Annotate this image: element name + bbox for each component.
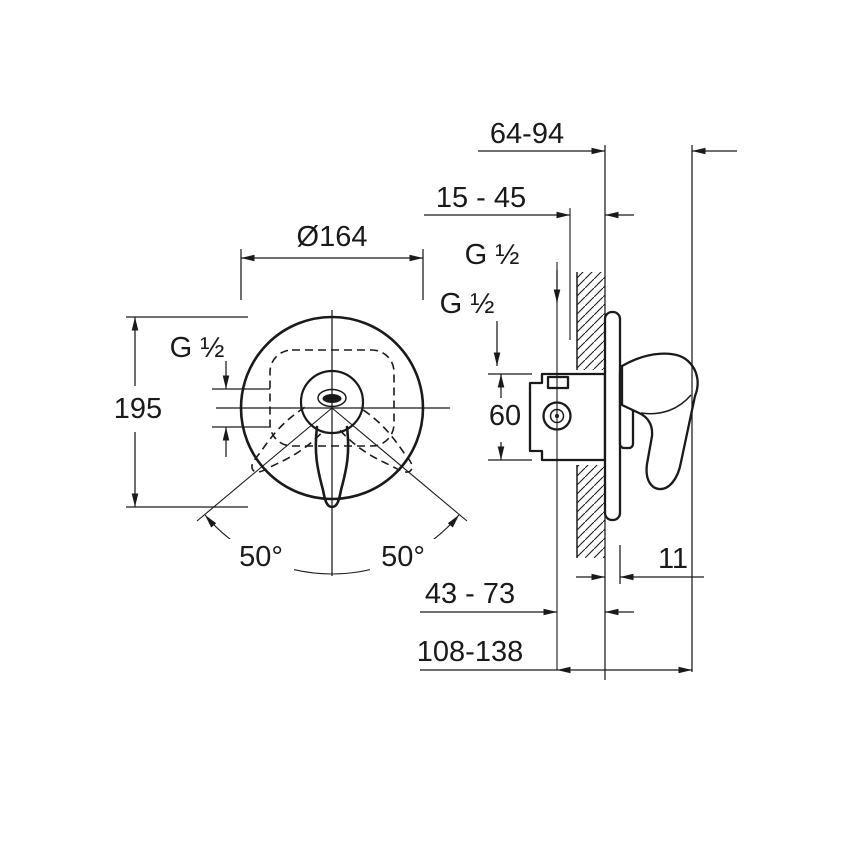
rough-in-depth-label: 15 - 45	[436, 182, 526, 214]
lever-position-right-dashed	[339, 406, 413, 473]
wall-to-handle-label: 64-94	[490, 118, 564, 150]
handle-crease-line	[640, 394, 692, 415]
dim-swing-angles: 50° 50°	[204, 514, 460, 575]
dim-thread-top: G ½	[465, 239, 561, 303]
dim-thread-front: G ½	[170, 332, 230, 457]
dim-center-to-wall: 43 - 73	[420, 578, 634, 616]
wall-hatch-top	[577, 272, 605, 370]
swing-axis-left	[196, 407, 333, 522]
lever-position-left-dashed	[251, 406, 325, 473]
trim-plate-side	[603, 310, 622, 522]
dim-thread-inlet: G ½	[440, 288, 501, 366]
dim-trim-projection: 11	[576, 543, 704, 584]
thread-front-label: G ½	[170, 332, 225, 364]
dim-wall-to-handle: 64-94	[478, 118, 737, 155]
dim-port-height: 60	[488, 373, 532, 461]
brand-logo-oval	[317, 388, 347, 408]
valve-top-fitting	[546, 375, 570, 390]
escutcheon-plate-circle	[239, 315, 425, 501]
trim-projection-label: 11	[658, 543, 688, 575]
thread-top-label: G ½	[465, 239, 520, 271]
dim-total-depth: 108-138	[417, 636, 692, 674]
swing-right-label: 50°	[381, 541, 425, 573]
wall-hatch-bottom	[577, 465, 605, 558]
dim-height: 195	[114, 316, 248, 508]
center-to-wall-label: 43 - 73	[425, 578, 515, 610]
total-depth-label: 108-138	[417, 636, 523, 668]
swing-left-label: 50°	[239, 541, 283, 573]
dim-diameter: Ø164	[240, 221, 424, 300]
swing-axis-right	[331, 407, 468, 522]
front-view: G ½ Ø164 195 50° 50°	[114, 221, 468, 576]
side-view: 64-94 15 - 45 G ½ G ½ 60	[417, 118, 737, 680]
diameter-label: Ø164	[297, 221, 368, 253]
rough-in-box-dashed	[269, 349, 395, 447]
handle-lever-side	[620, 352, 699, 491]
dim-rough-in-depth: 15 - 45	[424, 182, 634, 219]
height-label: 195	[114, 393, 162, 425]
port-height-label: 60	[489, 400, 521, 432]
handle-lever	[314, 425, 350, 509]
thread-inlet-label: G ½	[440, 288, 495, 320]
handle-cap	[299, 369, 365, 435]
brand-logo-fill	[322, 394, 342, 403]
